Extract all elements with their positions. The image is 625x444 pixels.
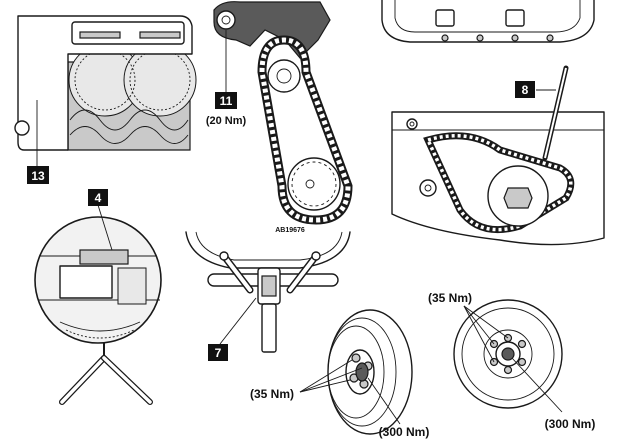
torque-35nm-left: (35 Nm): [250, 387, 294, 401]
callout-8-box: [515, 81, 535, 98]
panel-holding-tool: 7: [185, 231, 351, 361]
callout-4-box: [88, 189, 108, 206]
panel-crank-locking-zoom: 4: [34, 189, 162, 405]
timing-chain: [257, 35, 353, 225]
panel-engine-top: [381, 0, 595, 43]
callout-13-label: 13: [31, 169, 45, 183]
torque-300nm-right: (300 Nm): [545, 417, 596, 431]
reference-code: AB19676: [275, 227, 305, 234]
callout-11-box: [215, 92, 237, 109]
panel-timing-pin: 8: [391, 65, 605, 246]
panel-chain-tensioner: 11 (20 Nm) AB19676: [206, 1, 353, 234]
torque-35nm-right: (35 Nm): [428, 291, 472, 305]
holding-tool-handle: [261, 303, 277, 353]
callout-7-box: [208, 344, 228, 361]
torque-20nm-label: (20 Nm): [206, 115, 247, 127]
panel-crank-pulley-side: (35 Nm) (300 Nm): [250, 309, 430, 439]
callout-11-label: 11: [220, 94, 233, 108]
callout-4-label: 4: [95, 191, 102, 205]
locking-tool-plate: [17, 15, 193, 151]
tensioner-pivot-bolt: [216, 10, 236, 30]
callout-13-box: [27, 166, 49, 184]
locking-pin-tool-4: [59, 343, 153, 405]
idler-sprocket: [267, 59, 301, 93]
callout-8-label: 8: [522, 83, 529, 97]
callout-7-label: 7: [215, 346, 222, 360]
tool-bolt-hole: [14, 120, 30, 136]
panel-crank-pulley-front: (35 Nm) (300 Nm): [428, 291, 595, 431]
panel-camshaft-locking-tool: 13: [14, 15, 197, 184]
torque-300nm-left: (300 Nm): [379, 425, 430, 439]
camshaft-gears: [68, 43, 197, 117]
